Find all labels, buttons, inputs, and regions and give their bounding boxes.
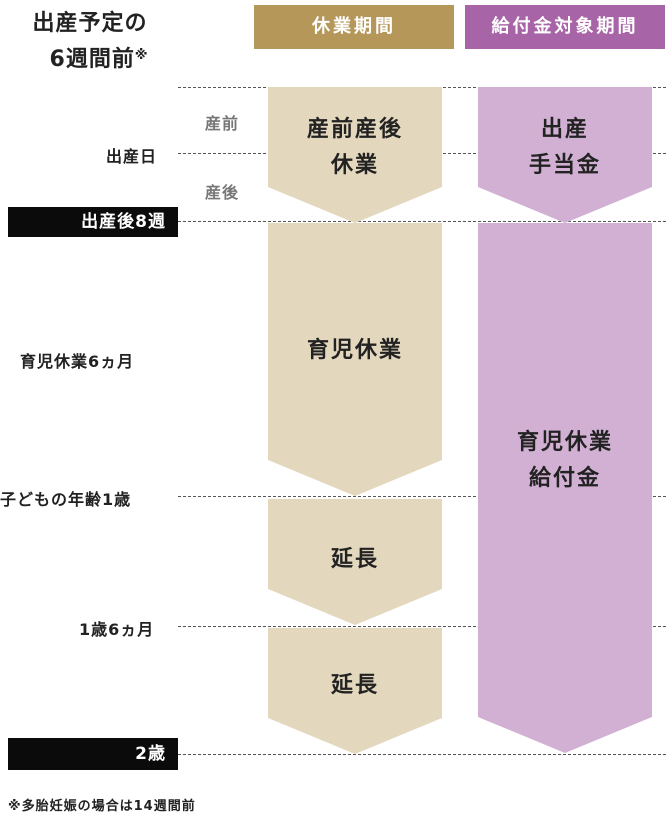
row-label-postnatal: 産後 [205,183,240,202]
timeline-line-age-1 [178,496,666,497]
title-note-mark: ※ [134,48,149,63]
childcare-benefit-arrow [478,223,652,753]
row-label-birth-day: 出産日 [106,147,158,166]
diagram-title: 出産予定の 6週間前※ [6,6,174,78]
row-label-age-2: 2歳 [8,738,178,770]
timeline-line-age-2 [178,754,666,755]
timeline-line-age-1-6 [178,626,666,627]
row-label-childcare-6-months: 育児休業6ヵ月 [20,352,135,371]
benefit-period-header: 給付金対象期間 [465,5,665,49]
row-label-age-1-6: 1歳6ヵ月 [79,620,155,639]
childcare-leave-label: 育児休業 [306,338,403,363]
title-line-2: 6週間前※ [6,42,174,78]
childbirth-allowance-label: 出産 手当金 [528,117,601,178]
title-weeks: 6週間前 [49,47,135,72]
row-label-after-8-weeks: 出産後8週 [8,207,178,237]
timeline-line-8-weeks [178,221,666,222]
row-label-age-1: 子どもの年齢1歳 [0,490,132,509]
maternity-leave-label: 産前産後 休業 [306,117,403,178]
extension-2-label: 延長 [330,673,379,698]
footnote: ※多胎妊娠の場合は14週間前 [8,799,196,814]
title-line-1: 出産予定の [32,11,148,36]
childcare-leave-arrow [268,223,442,496]
row-label-prenatal: 産前 [205,114,240,133]
leave-period-header: 休業期間 [254,5,454,49]
extension-1-label: 延長 [330,547,379,572]
childcare-benefit-label: 育児休業 給付金 [516,430,613,491]
